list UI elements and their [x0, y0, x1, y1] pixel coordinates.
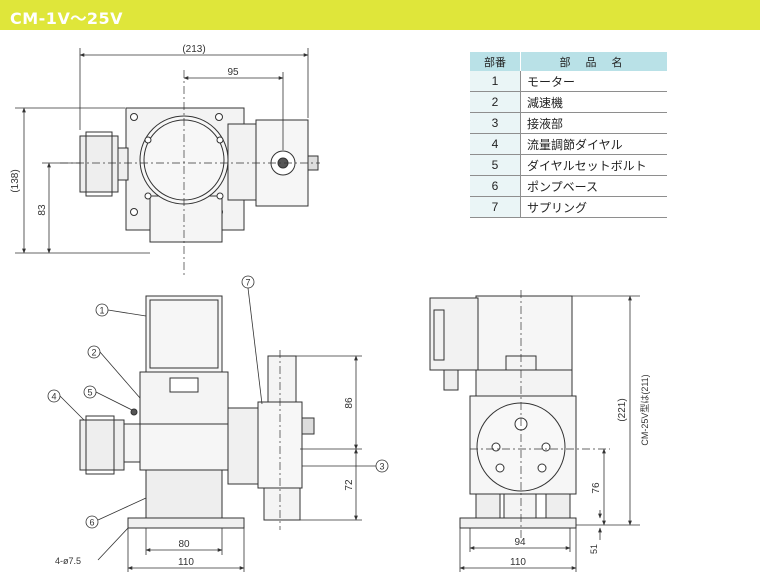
- callout-5-icon: [83, 385, 97, 399]
- part-no: 4: [470, 133, 521, 155]
- mount-hole-icon: [130, 113, 138, 121]
- dial-set-bolt-icon: [130, 408, 138, 416]
- page-title: CM-1V～25V: [10, 9, 123, 28]
- dim-hole: 4-ø7.5: [55, 556, 81, 566]
- front-lower-valve: [263, 487, 301, 521]
- bolt-icon: [144, 136, 152, 144]
- callout-6: 6: [89, 518, 94, 528]
- part-name: 流量調節ダイヤル: [520, 133, 667, 155]
- side-lower-valve: [503, 493, 537, 521]
- part-no: 2: [470, 91, 521, 113]
- side-base-plate: [459, 517, 577, 529]
- dim-110-side: 110: [510, 557, 526, 568]
- bolt-icon: [537, 463, 547, 473]
- bolt-icon: [541, 442, 551, 452]
- part-no: 3: [470, 112, 521, 134]
- part-no: 5: [470, 154, 521, 176]
- front-view: [79, 295, 315, 530]
- part-name: ダイヤルセットボルト: [520, 154, 667, 176]
- front-lower-body: [139, 423, 229, 471]
- bolt-icon: [491, 442, 501, 452]
- part-no: 1: [470, 71, 521, 92]
- mount-hole-icon: [130, 208, 138, 216]
- callout-3-icon: [375, 459, 389, 473]
- dim-86: 86: [344, 397, 355, 409]
- dim-221: (221): [617, 398, 628, 421]
- dim-76: 76: [591, 482, 602, 494]
- callout-4-icon: [47, 389, 61, 403]
- part-name: サプリング: [520, 196, 667, 218]
- bolt-icon: [216, 136, 224, 144]
- title-bar: CM-1V～25V: [0, 0, 760, 30]
- front-base-plate: [127, 517, 245, 529]
- callout-4: 4: [51, 392, 56, 402]
- bolt-icon: [216, 192, 224, 200]
- part-name: 減速機: [520, 91, 667, 113]
- callout-5: 5: [87, 388, 92, 398]
- top-right-body: [227, 123, 259, 201]
- part-name: モーター: [520, 71, 667, 92]
- parts-table-header: 部番 部 品 名: [470, 52, 667, 71]
- mount-hole-icon: [215, 113, 223, 121]
- dim-94: 94: [514, 537, 526, 548]
- dim-95: 95: [227, 67, 239, 78]
- front-motor: [145, 295, 223, 373]
- side-dimensions: [459, 295, 640, 572]
- callout-7: 7: [245, 278, 250, 288]
- dim-138: (138): [10, 169, 21, 192]
- dim-80: 80: [178, 539, 190, 550]
- side-view: [429, 290, 610, 540]
- front-dimensions: [59, 287, 376, 572]
- cable-gland-icon: [443, 369, 459, 391]
- header-name: 部 品 名: [520, 52, 667, 71]
- part-no: 6: [470, 175, 521, 197]
- callouts: [47, 275, 389, 529]
- callout-7-icon: [241, 275, 255, 289]
- dim-110-front: 110: [178, 557, 194, 568]
- dim-213: (213): [182, 44, 205, 55]
- header-no: 部番: [470, 52, 521, 71]
- front-dial: [79, 419, 125, 471]
- top-dimensions: [15, 48, 309, 254]
- bolt-icon: [495, 463, 505, 473]
- front-base-block: [145, 469, 223, 519]
- dim-211: CM-25V型は(211): [640, 374, 650, 445]
- dim-83: 83: [37, 204, 48, 216]
- callout-3: 3: [379, 462, 384, 472]
- part-name: 接液部: [520, 112, 667, 134]
- callout-2-icon: [87, 345, 101, 359]
- dim-72: 72: [344, 479, 355, 491]
- part-no: 7: [470, 196, 521, 218]
- dim-51: 51: [589, 544, 599, 554]
- callout-1-icon: [95, 303, 109, 317]
- callout-6-icon: [85, 515, 99, 529]
- side-terminal-box: [429, 297, 479, 371]
- front-upper-valve: [267, 355, 297, 403]
- bolt-icon: [144, 192, 152, 200]
- part-name: ポンプベース: [520, 175, 667, 197]
- callout-1: 1: [99, 306, 104, 316]
- top-view: [60, 70, 320, 275]
- callout-2: 2: [91, 348, 96, 358]
